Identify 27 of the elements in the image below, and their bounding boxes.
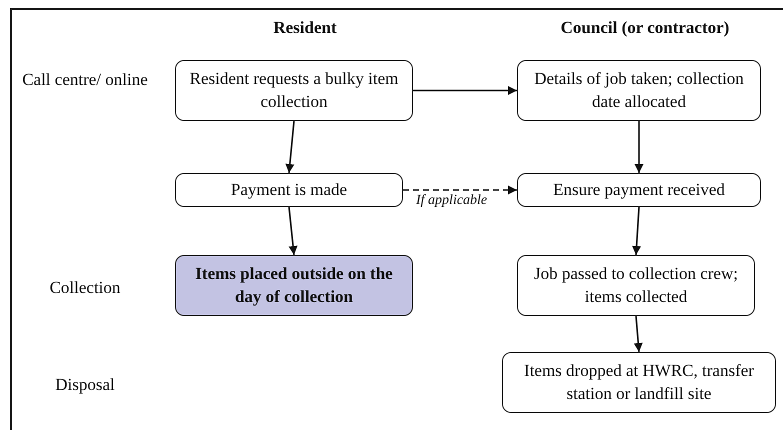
row-label: Collection: [48, 278, 122, 298]
box-text: Payment is made: [230, 178, 348, 201]
process-box: [175, 60, 413, 121]
process-box: [517, 173, 761, 207]
box-text: Ensure payment received: [553, 178, 725, 201]
arrow: [403, 186, 517, 194]
process-box: [502, 352, 776, 413]
box-text: Items placed outside on the day of collection: [194, 263, 394, 308]
arrow: [632, 206, 642, 256]
arrow: [634, 121, 644, 173]
process-box: [517, 255, 755, 316]
box-text: Job passed to collection crew; items collected: [533, 263, 739, 308]
arrow: [634, 316, 643, 352]
column-header: Resident: [272, 18, 338, 38]
process-box: [175, 173, 403, 207]
arrow: [413, 86, 517, 95]
box-text: Details of job taken; collection date allocated: [533, 68, 745, 112]
box-text: Resident requests a bulky item collection: [188, 68, 400, 112]
box-text: Items dropped at HWRC, transfer station or landfill site: [523, 360, 755, 404]
edge-label: If applicable: [414, 193, 490, 209]
arrow: [285, 120, 295, 174]
arrow: [288, 206, 298, 256]
row-label: Disposal: [54, 375, 116, 395]
process-box: [517, 60, 761, 121]
column-header: Council (or contractor): [560, 18, 730, 38]
row-label: Call centre/ online: [21, 70, 149, 90]
process-box: [175, 255, 413, 316]
